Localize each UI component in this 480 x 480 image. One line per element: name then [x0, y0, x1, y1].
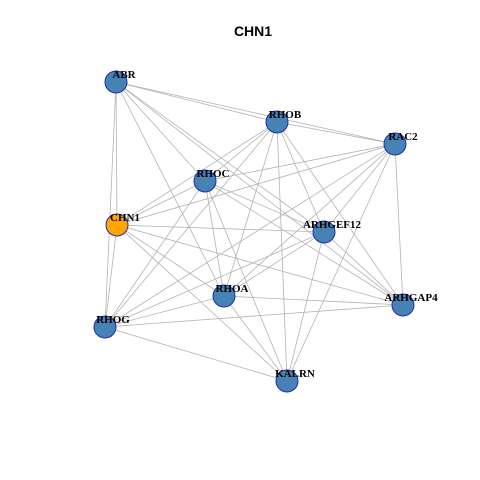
node-rhoc: [193, 169, 217, 193]
node-label-chn1: CHN1: [110, 212, 140, 224]
edge-rhoc-arhgap4: [204, 180, 404, 306]
edge-rac2-rhoa: [223, 143, 396, 297]
edge-chn1-arhgap4: [116, 224, 404, 306]
edge-rhoa-rhog: [104, 295, 225, 328]
edge-arhgef12-arhgap4: [323, 231, 404, 306]
edge-rhog-arhgap4: [104, 304, 404, 328]
node-label-kalrn: KALRN: [275, 368, 315, 380]
edge-rhoa-arhgap4: [223, 295, 404, 306]
node-rhoa: [212, 284, 236, 308]
edge-rhob-rhog: [104, 121, 278, 328]
edge-abr-arhgef12: [115, 81, 325, 233]
edge-rhoc-arhgef12: [204, 180, 325, 233]
edge-rhob-rhoc: [204, 121, 278, 182]
edge-abr-rhoc: [115, 81, 206, 182]
edge-chn1-arhgef12: [116, 224, 325, 233]
node-label-rhob: RHOB: [269, 109, 302, 121]
edge-rhoa-kalrn: [223, 295, 288, 382]
edge-chn1-rhog: [104, 224, 118, 328]
edge-arhgef12-rhog: [104, 231, 325, 328]
edge-arhgef12-kalrn: [286, 231, 325, 382]
edge-arhgef12-rhoa: [223, 231, 325, 297]
node-rac2: [383, 132, 407, 156]
node-arhgap4: [391, 293, 415, 317]
edge-rac2-rhog: [104, 143, 396, 328]
edge-abr-rhoa: [115, 81, 225, 297]
edge-rac2-arhgef12: [323, 143, 396, 233]
node-label-arhgap4: ARHGAP4: [384, 292, 438, 304]
edge-rhoc-kalrn: [204, 180, 288, 382]
edge-chn1-rhoa: [116, 224, 225, 297]
edge-layer: [104, 81, 404, 382]
node-abr: [104, 70, 128, 94]
node-label-rhog: RHOG: [96, 314, 130, 326]
edge-rhob-kalrn: [276, 121, 288, 382]
edge-rhoc-rhog: [104, 180, 206, 328]
edge-rhob-rhoa: [223, 121, 278, 297]
edge-rhob-arhgap4: [276, 121, 404, 306]
edge-abr-arhgap4: [115, 81, 404, 306]
node-label-rhoa: RHOA: [216, 283, 249, 295]
node-rhob: [265, 110, 289, 134]
edge-chn1-kalrn: [116, 224, 288, 382]
edge-rhoc-chn1: [116, 180, 206, 226]
edge-rhog-kalrn: [104, 326, 288, 382]
node-kalrn: [275, 369, 299, 393]
edge-rac2-rhoc: [204, 143, 396, 182]
graph-title: CHN1: [234, 23, 272, 39]
node-chn1: [105, 213, 129, 237]
edge-abr-rhog: [104, 81, 117, 328]
node-label-abr: ABR: [112, 69, 136, 81]
node-label-arhgef12: ARHGEF12: [303, 219, 362, 231]
edge-rhob-rac2: [276, 121, 396, 145]
node-label-rhoc: RHOC: [197, 168, 230, 180]
edge-abr-rac2: [115, 81, 396, 145]
node-rhog: [93, 315, 117, 339]
edge-abr-rhob: [115, 81, 278, 123]
node-arhgef12: [312, 220, 336, 244]
edge-rac2-chn1: [116, 143, 396, 226]
node-layer: [93, 70, 415, 393]
edge-abr-chn1: [115, 81, 118, 226]
edge-rac2-arhgap4: [394, 143, 404, 306]
node-label-rac2: RAC2: [388, 131, 418, 143]
edge-rac2-kalrn: [286, 143, 396, 382]
